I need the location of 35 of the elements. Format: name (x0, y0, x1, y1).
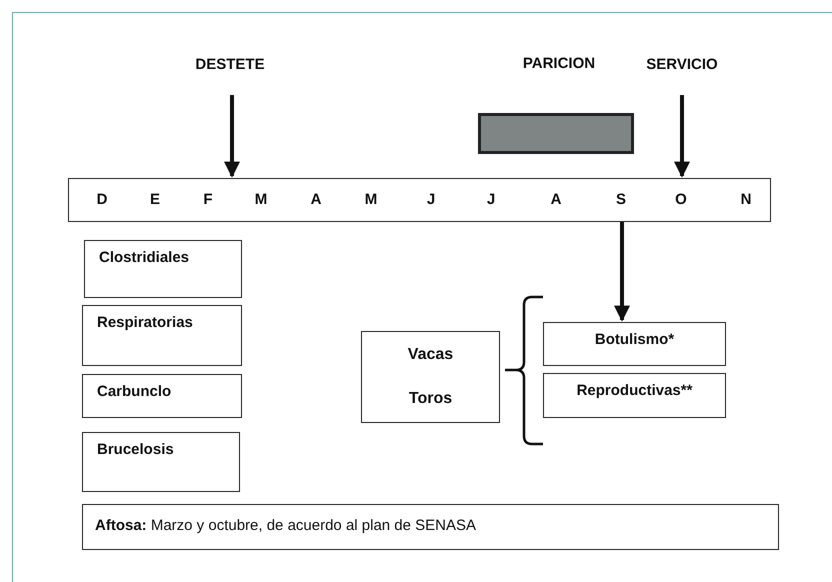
arrow (614, 222, 630, 322)
vaccine-label: Reproductivas** (576, 382, 694, 399)
month-label: D (96, 191, 108, 208)
cattle-box (361, 331, 500, 423)
vaccine-box (543, 373, 726, 418)
month-label: N (740, 191, 752, 208)
month-label: J (486, 191, 496, 208)
arrow (224, 95, 240, 178)
event-label: DESTETE (194, 56, 266, 73)
arrow (674, 95, 690, 178)
vaccine-label: Botulismo* (594, 331, 676, 348)
month-label: S (614, 191, 627, 208)
note-box (82, 504, 779, 550)
vaccine-box (82, 432, 240, 492)
month-label: M (254, 191, 268, 208)
month-label: M (364, 191, 378, 208)
vaccine-label: Carbunclo (97, 383, 172, 400)
vaccine-label: Respiratorias (97, 314, 193, 331)
vaccine-box (543, 322, 726, 366)
event-label: SERVICIO (645, 56, 719, 73)
month-label: O (674, 191, 688, 208)
vaccine-box (82, 374, 242, 418)
month-label: A (310, 191, 322, 208)
cattle-label: Vacas (406, 346, 454, 364)
vaccine-box (84, 240, 242, 298)
month-label: E (148, 191, 161, 208)
vaccine-label: Clostridiales (99, 249, 190, 266)
vaccine-label: Brucelosis (97, 441, 174, 458)
month-label: A (550, 191, 562, 208)
month-timeline-box (68, 178, 771, 222)
month-label: F (202, 191, 214, 208)
note-text: Aftosa: Marzo y octubre, de acuerdo al plan de SENASA (95, 517, 476, 534)
cattle-label: Toros (408, 390, 454, 408)
vaccine-box (82, 305, 242, 366)
month-label: J (426, 191, 436, 208)
